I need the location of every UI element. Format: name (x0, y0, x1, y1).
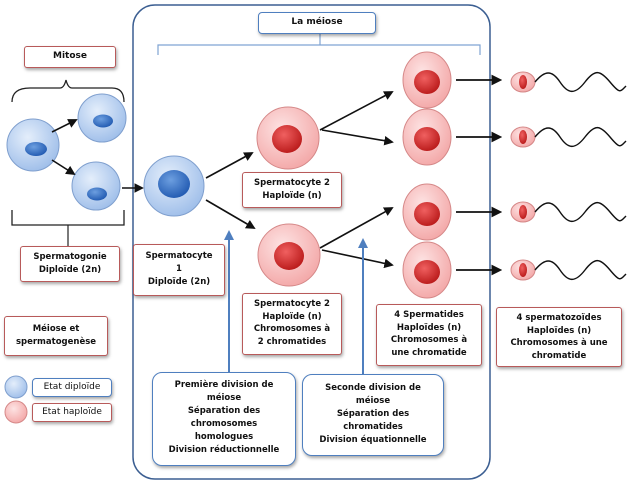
spermatides-label: 4 Spermatides Haploïdes (n) Chromosomes … (376, 304, 482, 366)
mitose-bracket-bottom (11, 210, 125, 226)
cell-spermatogonie-2 (77, 93, 127, 143)
cell-spermatide-2 (402, 108, 452, 166)
spermatozoide-2 (510, 126, 627, 148)
spermatogonie-label: Spermatogonie Diploïde (2n) (20, 246, 120, 282)
spermatozoide-1 (510, 71, 627, 93)
spermatozoide-4 (510, 259, 627, 281)
meiose-spermatogenese-label: Méiose et spermatogenèse (4, 316, 108, 356)
cell-spermatide-1 (402, 51, 452, 109)
spermatocyte-2-bottom-label: Spermatocyte 2 Haploïde (n) Chromosomes … (242, 293, 342, 355)
legend-diploid-swatch (4, 375, 28, 399)
cell-spermatocyte-1 (143, 155, 205, 217)
legend-haploid-label: Etat haploïde (32, 403, 112, 422)
cell-spermatocyte-2-bottom (257, 223, 321, 287)
cell-spermatide-4 (402, 241, 452, 299)
legend-haploid-swatch (4, 400, 28, 424)
cell-spermatocyte-2-top (256, 106, 320, 170)
cell-spermatide-3 (402, 183, 452, 241)
seconde-division-box: Seconde division de méiose Séparation de… (302, 374, 444, 456)
cell-spermatogonie-1 (6, 118, 60, 172)
mitose-bracket-top (11, 79, 125, 103)
spermatocyte-2-top-label: Spermatocyte 2 Haploïde (n) (242, 172, 342, 208)
cell-spermatogonie-3 (71, 161, 121, 211)
spermatocyte-1-label: Spermatocyte 1 Diploïde (2n) (133, 244, 225, 296)
spermatozoides-label: 4 spermatozoïdes Haploïdes (n) Chromosom… (496, 307, 622, 367)
meiose-title: La méiose (258, 12, 376, 34)
mitose-label: Mitose (24, 46, 116, 68)
spermatozoide-3 (510, 201, 627, 223)
meiose-frame (132, 4, 491, 480)
meiose-bracket (157, 44, 481, 55)
legend-diploid-label: Etat diploïde (32, 378, 112, 397)
premiere-division-box: Première division de méiose Séparation d… (152, 372, 296, 466)
